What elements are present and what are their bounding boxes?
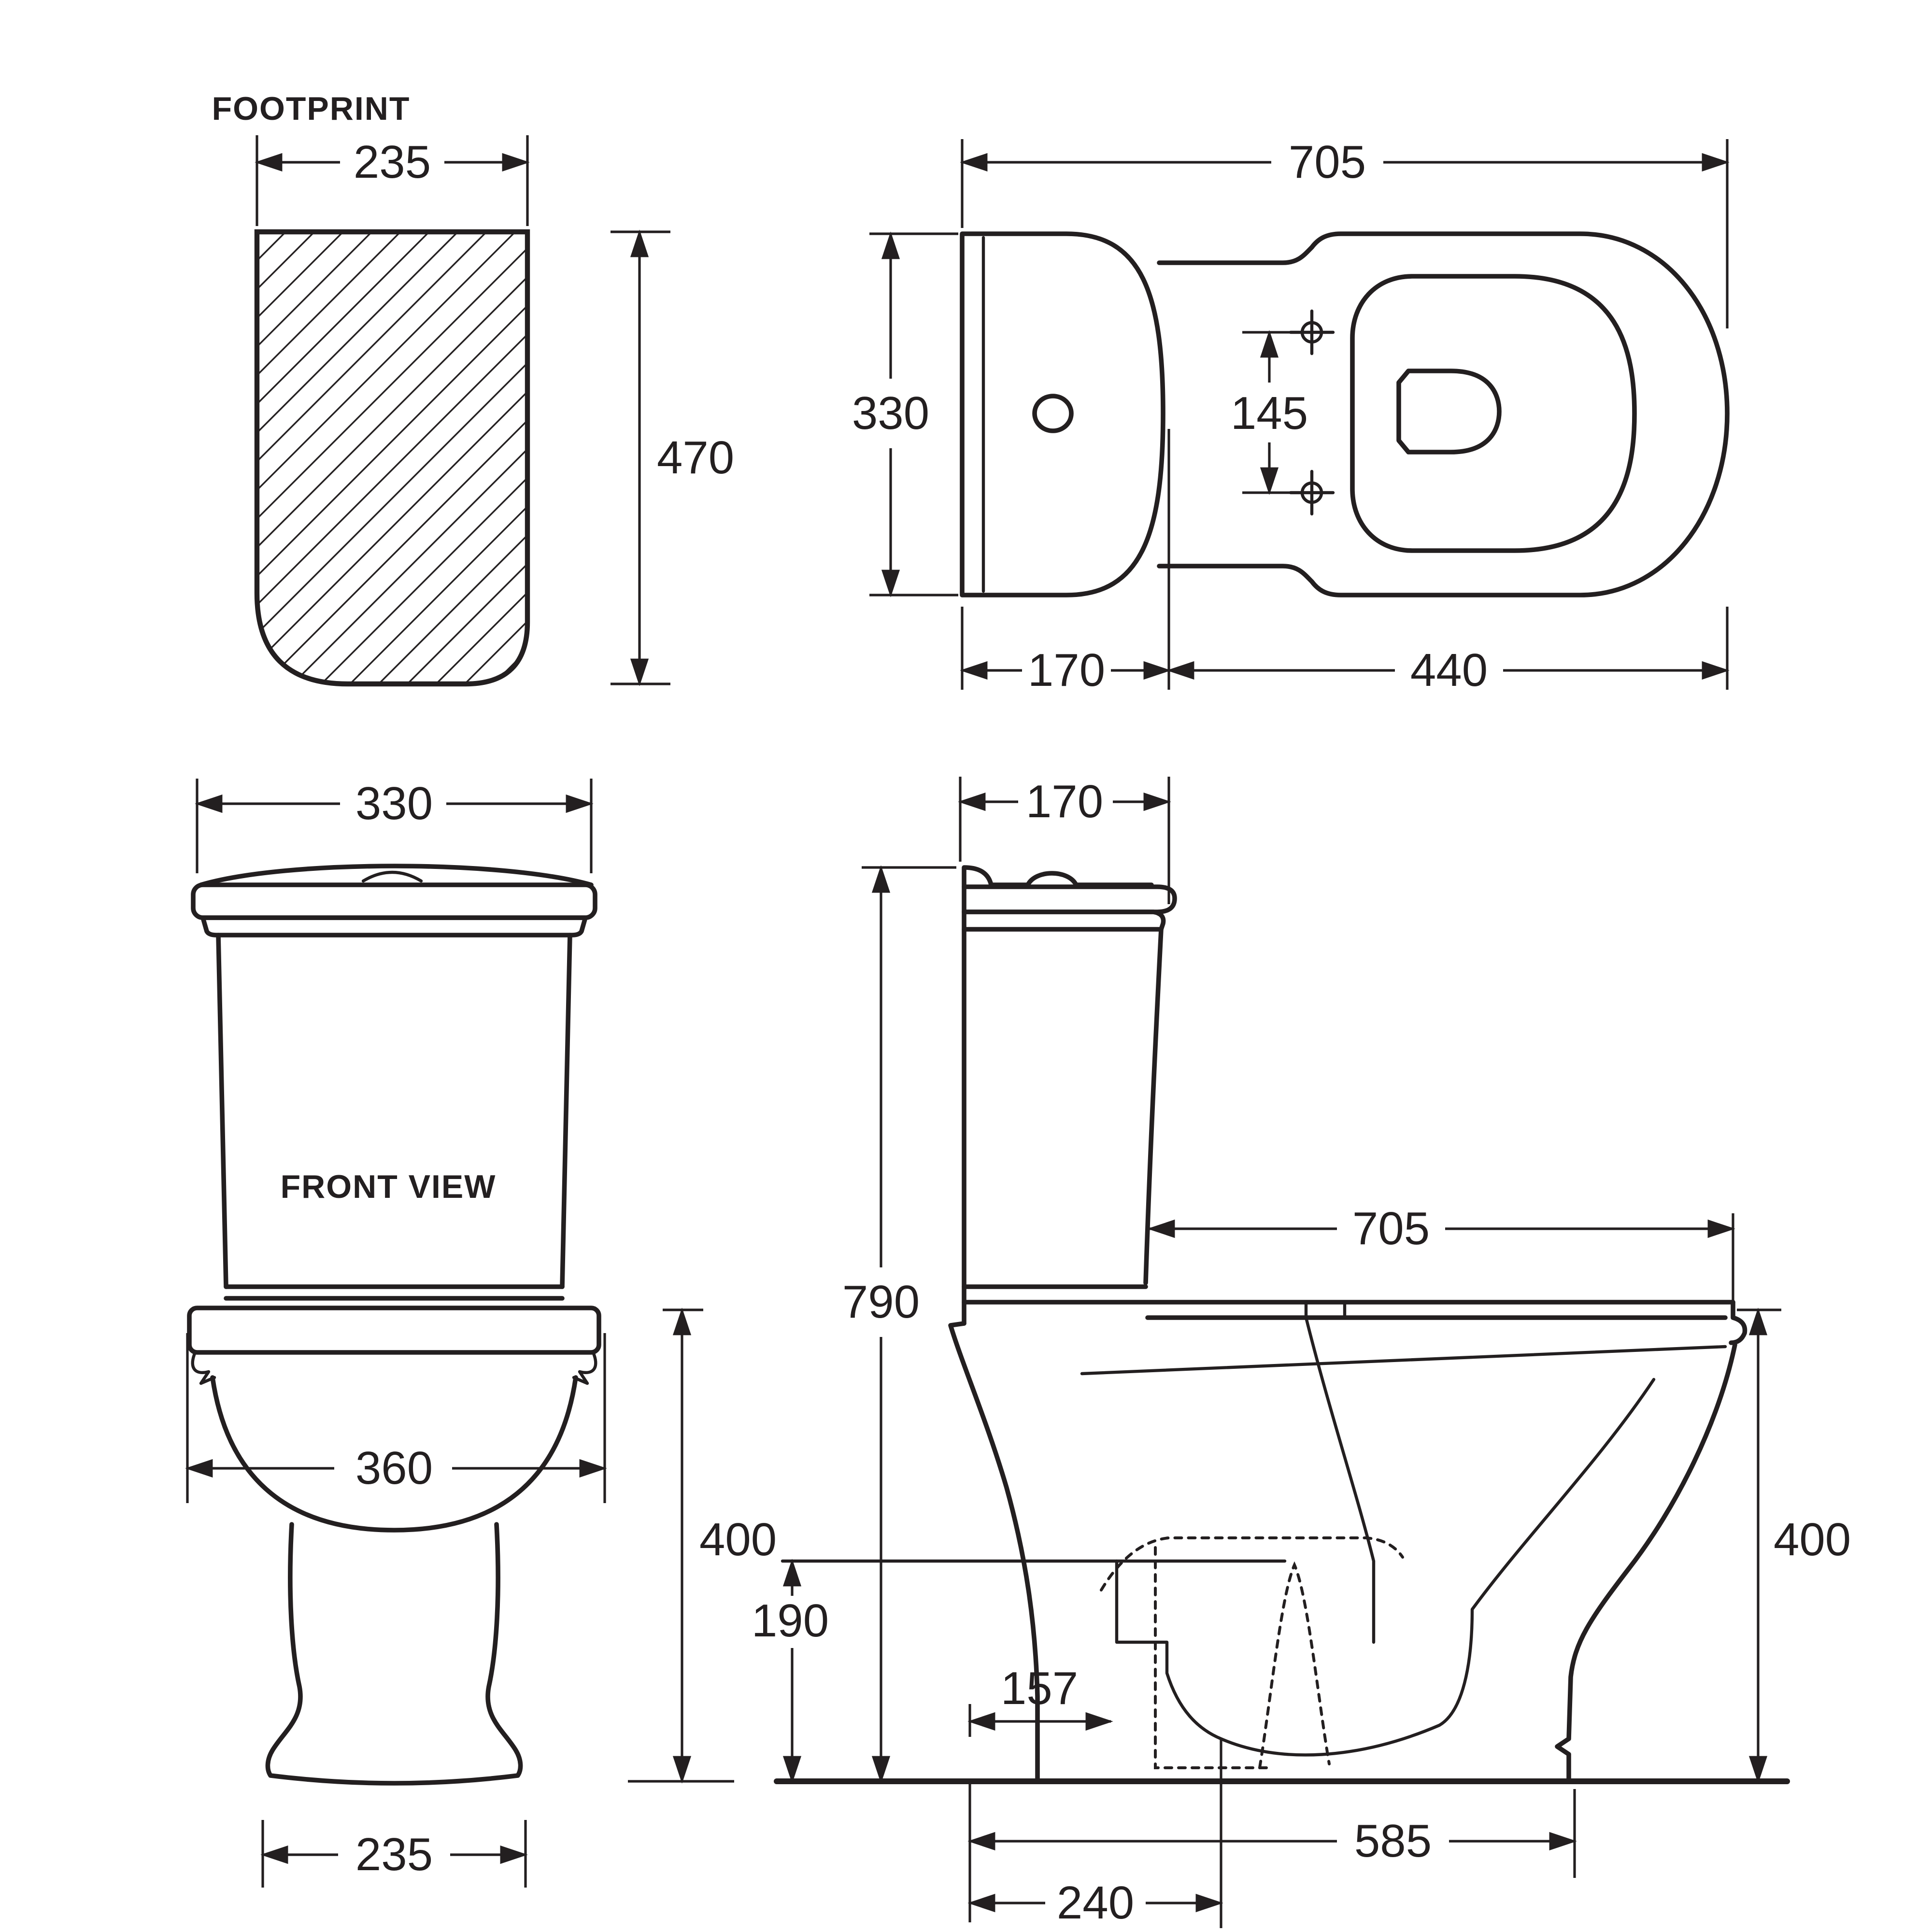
hinge-hole-marker-bottom bbox=[1289, 469, 1335, 516]
dim-front-bowl-width: 360 bbox=[185, 1333, 607, 1503]
dim-top-width-text: 330 bbox=[852, 387, 929, 439]
pan-front-profile bbox=[1555, 1342, 1737, 1782]
dim-front-seat-height-text: 400 bbox=[699, 1514, 777, 1565]
dim-side-seat-height-text: 400 bbox=[1774, 1514, 1851, 1565]
seat-ring-plan bbox=[1350, 274, 1637, 553]
dim-side-cistern-depth-text: 170 bbox=[1026, 776, 1103, 827]
dim-top-cistern-depth-text: 170 bbox=[1028, 644, 1105, 696]
seat-front-scroll bbox=[1729, 1300, 1747, 1345]
cistern-plan-outline bbox=[960, 231, 1165, 597]
dim-top-overall-depth-text: 705 bbox=[1289, 136, 1366, 188]
seat-plan-outline bbox=[1157, 231, 1730, 597]
dim-top-pan-depth-text: 440 bbox=[1410, 644, 1488, 696]
rim-scroll-right bbox=[572, 1350, 597, 1385]
bowl-front-outline bbox=[210, 1375, 578, 1533]
cistern-side-lid-band bbox=[962, 884, 1177, 914]
dim-front-bowl-width-text: 360 bbox=[355, 1442, 433, 1494]
front-view-label: FRONT VIEW bbox=[281, 1168, 497, 1205]
dim-side-outlet-setout-text: 240 bbox=[1057, 1877, 1134, 1929]
dim-front-base-width-text: 235 bbox=[355, 1829, 433, 1880]
hinge-hole-marker-top bbox=[1289, 309, 1335, 355]
cistern-tank-front bbox=[216, 933, 572, 1289]
seat-side-lines bbox=[962, 1300, 1735, 1320]
seat-hinge-joints bbox=[1304, 1300, 1347, 1320]
footprint-label: FOOTPRINT bbox=[212, 90, 411, 127]
tank-bowl-joint bbox=[224, 1284, 565, 1301]
dim-side-outlet-setout: 240 bbox=[967, 1877, 1223, 1929]
dim-side-overall-depth: 705 bbox=[1147, 1203, 1735, 1306]
dim-side-inlet-height: 190 bbox=[752, 1559, 829, 1784]
side-view: 170 790 705 bbox=[752, 776, 1851, 1929]
dim-top-cistern-depth: 170 bbox=[960, 429, 1729, 696]
cistern-lid-band bbox=[191, 882, 597, 920]
bowl-rim-band bbox=[187, 1306, 601, 1355]
dim-side-inlet-height-text: 190 bbox=[752, 1595, 829, 1647]
dim-front-seat-height: 400 bbox=[628, 1307, 777, 1784]
cistern-lid-hump bbox=[199, 864, 594, 887]
pan-back-profile bbox=[948, 1321, 1040, 1782]
dim-top-pan-depth: 440 bbox=[1166, 644, 1730, 696]
dim-footprint-width-text: 235 bbox=[354, 136, 431, 188]
rim-underside-line bbox=[1080, 1345, 1727, 1376]
dim-top-overall-depth: 705 bbox=[960, 136, 1730, 328]
dim-side-overall-height: 790 bbox=[842, 865, 956, 1784]
flush-button-front bbox=[361, 870, 423, 883]
trap-dashed-weir bbox=[1258, 1561, 1331, 1769]
cistern-lid-trim bbox=[200, 915, 588, 938]
footprint-view: FOOTPRINT 235 470 bbox=[212, 90, 734, 687]
dim-footprint-width: 235 bbox=[255, 135, 530, 226]
dim-side-cistern-depth: 170 bbox=[958, 776, 1171, 904]
front-view: 330 FRONT VIEW 360 400 bbox=[185, 778, 777, 1888]
dim-side-depth-no-cistern-text: 585 bbox=[1354, 1815, 1432, 1867]
cistern-side-lid bbox=[962, 865, 1154, 1326]
flush-opening-plan bbox=[1396, 369, 1502, 455]
dim-top-width: 330 bbox=[852, 231, 958, 597]
footprint-shape bbox=[254, 229, 530, 687]
dim-side-seat-height: 400 bbox=[1737, 1307, 1851, 1784]
dim-footprint-depth-text: 470 bbox=[657, 432, 734, 483]
flush-button-plan bbox=[1032, 394, 1074, 433]
dim-side-setout-small-text: 157 bbox=[1001, 1662, 1078, 1714]
dim-side-setout-small: 157 bbox=[967, 1662, 1113, 1737]
trap-dashed-casing bbox=[1154, 1546, 1273, 1769]
dim-front-cistern-width-text: 330 bbox=[355, 778, 433, 829]
top-view: 705 145 330 bbox=[852, 136, 1730, 696]
dim-top-hinge-spacing-text: 145 bbox=[1231, 387, 1308, 439]
sump-and-inner-front-wall bbox=[1115, 1378, 1656, 1757]
dim-footprint-depth: 470 bbox=[611, 229, 734, 686]
bowl-inner-back-wall bbox=[1304, 1316, 1376, 1644]
rim-scroll-left bbox=[191, 1350, 216, 1385]
dim-side-overall-depth-text: 705 bbox=[1352, 1203, 1430, 1254]
dim-top-hinge-spacing: 145 bbox=[1231, 330, 1308, 495]
dim-side-depth-no-cistern: 585 bbox=[967, 1815, 1577, 1867]
dim-front-cistern-width: 330 bbox=[195, 778, 594, 873]
dim-side-overall-height-text: 790 bbox=[842, 1276, 920, 1328]
dim-front-base-width: 235 bbox=[260, 1820, 528, 1888]
cistern-side-trim bbox=[962, 909, 1166, 932]
pedestal-front-outline bbox=[265, 1522, 523, 1786]
trap-dashed-top bbox=[1100, 1536, 1404, 1591]
